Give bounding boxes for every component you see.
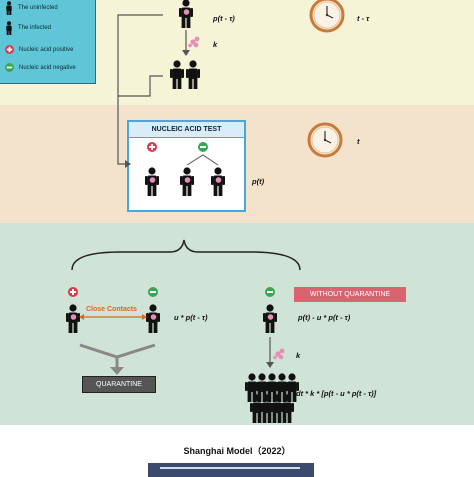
legend-positive-label: Nucleic acid positive bbox=[19, 46, 74, 53]
label-k-bottom: k bbox=[296, 351, 301, 360]
close-contacts-label: Close Contacts bbox=[86, 306, 137, 313]
plus-icon bbox=[5, 45, 14, 54]
person-icon bbox=[6, 1, 12, 15]
legend-panel: The uninfected The infected Nucleic acid… bbox=[0, 0, 96, 84]
infected-person-icon bbox=[66, 304, 80, 333]
crowd-group bbox=[245, 373, 299, 423]
minus-icon bbox=[148, 287, 158, 297]
person-icon bbox=[186, 60, 200, 89]
person-icon bbox=[6, 21, 12, 35]
minus-icon bbox=[265, 287, 275, 297]
label-p-t-minus-tau-top: p(t - τ) bbox=[213, 14, 235, 23]
label-u-p: u * p(t - τ) bbox=[174, 313, 208, 322]
virus-icon bbox=[273, 348, 285, 360]
label-t: t bbox=[357, 137, 360, 146]
minus-icon bbox=[198, 142, 208, 152]
infected-person-icon bbox=[263, 304, 277, 333]
clock-icon bbox=[309, 0, 345, 33]
infected-person-icon bbox=[211, 167, 225, 196]
label-p-minus-u-p: p(t) - u * p(t - τ) bbox=[298, 313, 351, 322]
virus-icon bbox=[188, 36, 200, 48]
minus-icon bbox=[5, 63, 14, 72]
legend-negative: Nucleic acid negative bbox=[5, 63, 76, 72]
legend-infected: The infected bbox=[5, 21, 51, 35]
person-icon bbox=[170, 60, 184, 89]
legend-uninfected: The uninfected bbox=[5, 1, 58, 15]
plus-icon bbox=[147, 142, 157, 152]
curly-brace-icon bbox=[71, 239, 301, 271]
legend-infected-label: The infected bbox=[18, 25, 52, 31]
label-k-top: k bbox=[213, 40, 218, 49]
infected-person-icon bbox=[180, 167, 194, 196]
label-p-t: p(t) bbox=[252, 177, 265, 186]
label-t-minus-tau: t - τ bbox=[357, 14, 370, 23]
infected-person-icon bbox=[179, 0, 193, 28]
without-quarantine-tag: WITHOUT QUARANTINE bbox=[294, 287, 406, 302]
nucleic-test-title: NUCLEIC ACID TEST bbox=[129, 122, 244, 138]
section-outcome bbox=[0, 223, 474, 425]
page-title: Shanghai Model（2022） bbox=[183, 446, 291, 456]
infected-person-icon bbox=[146, 304, 160, 333]
legend-positive: Nucleic acid positive bbox=[5, 45, 73, 54]
legend-uninfected-label: The uninfected bbox=[18, 5, 58, 11]
quarantine-tag: QUARANTINE bbox=[82, 376, 156, 393]
plus-icon bbox=[68, 287, 78, 297]
clock-icon bbox=[307, 122, 343, 158]
bottom-banner-pattern bbox=[160, 467, 300, 469]
infected-person-icon bbox=[145, 167, 159, 196]
legend-negative-label: Nucleic acid negative bbox=[19, 64, 76, 71]
label-dt-formula: dt * k * [p(t - u * p(t - τ)] bbox=[296, 389, 377, 398]
